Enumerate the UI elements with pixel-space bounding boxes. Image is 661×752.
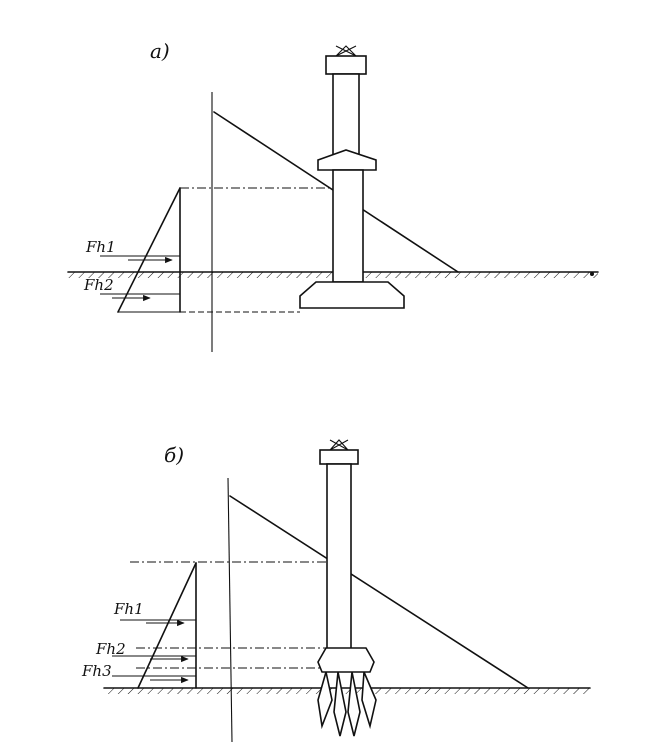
panel-a-label: а)	[150, 39, 170, 63]
ground-line-b	[103, 687, 591, 694]
panel-b-label: б)	[164, 443, 184, 467]
b-force-1-label: Fh1	[113, 600, 144, 618]
a-force-1-label: Fh1	[85, 238, 116, 256]
column-structure-b	[317, 439, 377, 737]
b-force-2-label: Fh2	[95, 640, 126, 658]
panel-a: а) Fh1 Fh2	[67, 39, 599, 352]
b-force-3-label: Fh3	[81, 662, 112, 680]
pressure-line-b	[229, 495, 529, 689]
a-force-2-label: Fh2	[83, 276, 114, 294]
panel-b: б) Fh1 Fh2 Fh3	[81, 439, 591, 743]
column-structure-a	[299, 45, 405, 309]
force-diagram-a	[100, 187, 332, 313]
reference-axis-b	[227, 477, 233, 743]
force-diagram-b	[112, 561, 330, 689]
